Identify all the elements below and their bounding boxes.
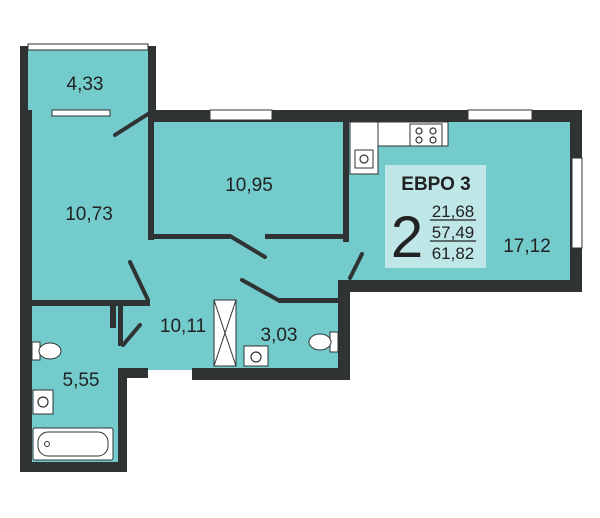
toilet-area-label: 3,03 xyxy=(261,325,298,346)
door-middle-bedroom xyxy=(228,234,267,259)
bathroom-area-label: 5,55 xyxy=(63,370,100,391)
wall-middle-bottom-b xyxy=(265,234,345,239)
badge-total-area: 57,49 xyxy=(432,223,475,242)
badge-total-with-balcony: 61,82 xyxy=(432,244,475,263)
windows xyxy=(27,43,583,249)
hall-area-label: 10,11 xyxy=(160,316,206,337)
wall-middle-bottom-a xyxy=(148,234,230,239)
door-kitchen xyxy=(348,252,364,280)
wall-toilet-top xyxy=(278,298,342,303)
wall-hall-bottom-step xyxy=(118,368,148,378)
bedroom-middle-area-label: 10,95 xyxy=(225,175,273,196)
kitchen-living-area-label: 17,12 xyxy=(503,236,551,257)
stove-icon xyxy=(409,123,443,147)
badge-background xyxy=(385,165,486,268)
doors xyxy=(113,112,364,347)
wall-hall-bottom xyxy=(192,368,350,380)
wall-bedroom-divider xyxy=(148,122,154,240)
badge-rooms-count: 2 xyxy=(391,205,423,270)
window-kitchen-right xyxy=(571,157,583,249)
window-kitchen-top xyxy=(467,109,533,121)
wall-outer-left xyxy=(20,110,32,472)
window-left-bedroom xyxy=(51,109,111,117)
kitchen-fixtures xyxy=(349,121,449,175)
badge-title: ЕВРО 3 xyxy=(401,174,470,195)
wall-kitchen-bottom xyxy=(340,280,582,292)
door-bathroom xyxy=(121,323,142,347)
wall-balcony-left xyxy=(20,46,28,114)
room-labels: 4,33 10,73 10,95 17,12 10,11 5,55 3,03 xyxy=(63,74,551,391)
bathtub-icon xyxy=(32,427,114,461)
bathroom-fixtures xyxy=(31,341,114,461)
bedroom-middle-floor xyxy=(150,120,347,240)
wall-middle-kitchen-divider xyxy=(343,122,349,242)
toilet-icon xyxy=(308,331,339,353)
toilet-icon xyxy=(31,341,62,361)
wall-left-bottom xyxy=(28,300,150,306)
door-left-bedroom xyxy=(128,260,150,302)
sink-icon xyxy=(32,389,54,415)
wall-bath-right xyxy=(118,306,123,346)
toilet-room-fixtures xyxy=(243,331,339,367)
wardrobe xyxy=(213,299,237,367)
window-balcony xyxy=(27,43,149,51)
wall-toilet-right xyxy=(338,280,350,380)
balcony-floor xyxy=(28,50,148,118)
wall-bath-stub xyxy=(110,306,116,328)
wall-bathroom-right xyxy=(118,370,127,472)
window-middle-bedroom xyxy=(209,109,273,121)
door-toilet xyxy=(240,278,280,302)
sink-icon xyxy=(354,149,374,169)
wall-bottom-left xyxy=(20,462,127,472)
door-balcony xyxy=(113,112,150,137)
balcony-area-label: 4,33 xyxy=(67,74,104,95)
wall-balcony-right xyxy=(148,46,156,114)
badge-living-area: 21,68 xyxy=(432,202,475,221)
bedroom-left-area-label: 10,73 xyxy=(65,204,113,225)
apartment-badge: ЕВРО 3 2 21,68 57,49 61,82 xyxy=(385,165,486,270)
sink-icon xyxy=(243,345,269,367)
